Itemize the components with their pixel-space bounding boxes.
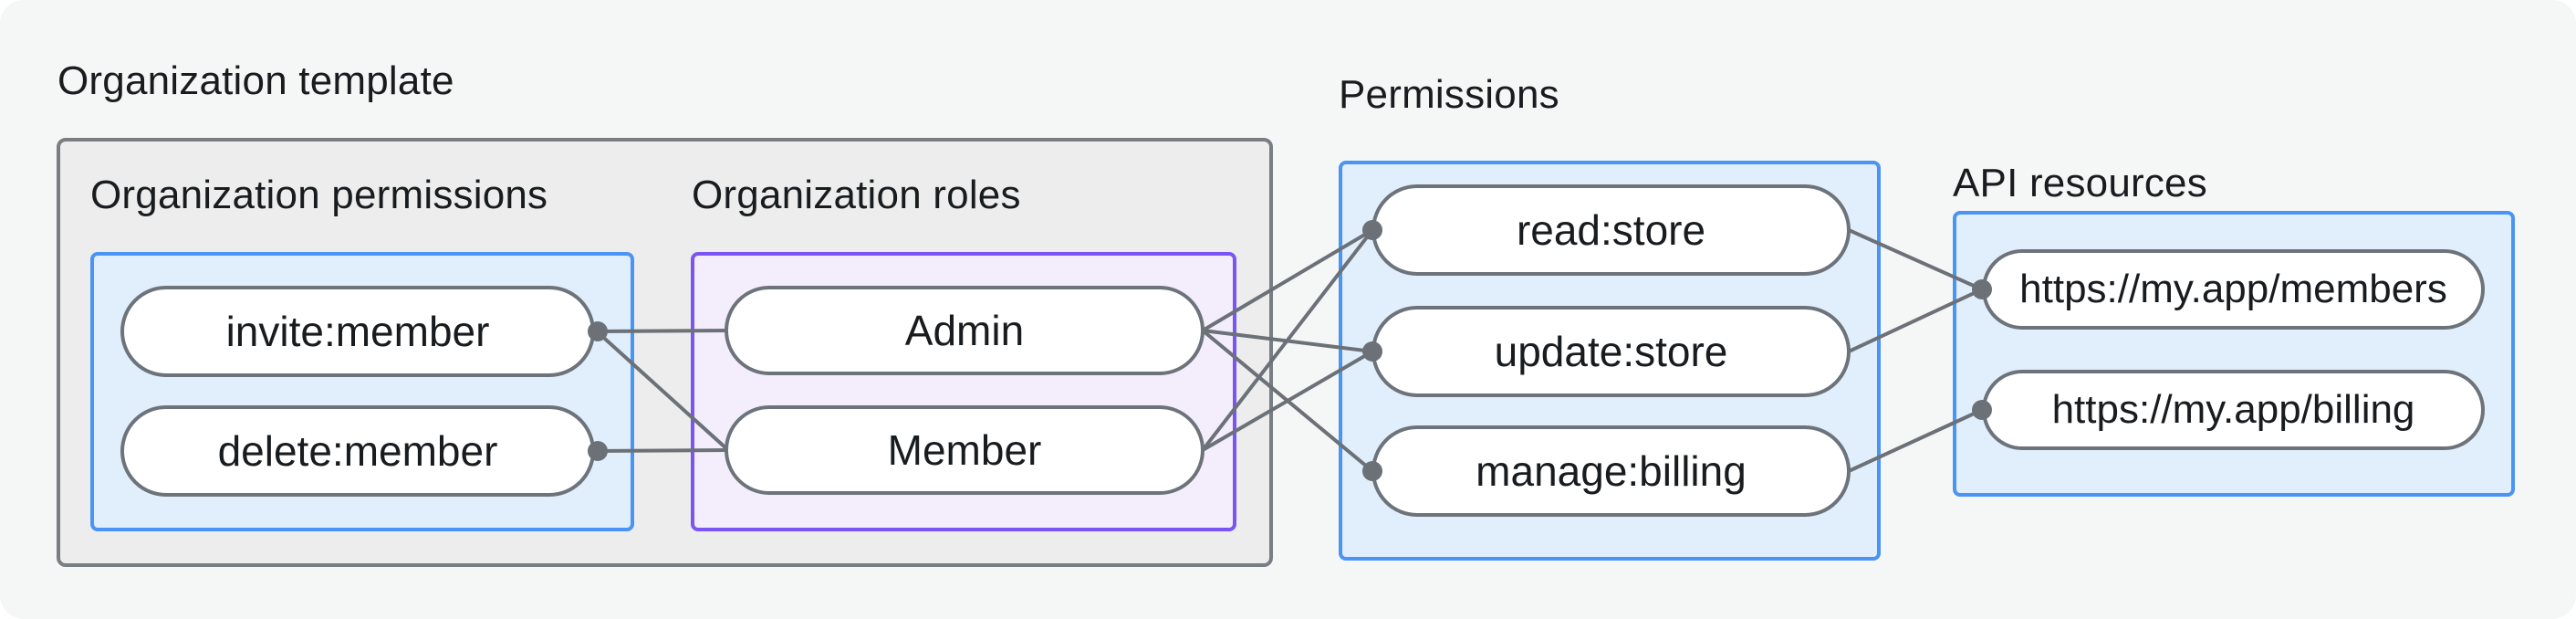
permissions-label: Permissions — [1339, 72, 1559, 117]
node-update-store-permission: update:store — [1371, 306, 1851, 397]
node-admin-role: Admin — [725, 286, 1205, 375]
node-api-resource-billing: https://my.app/billing — [1982, 370, 2485, 450]
organization-roles-label: Organization roles — [692, 173, 1021, 217]
node-delete-member: delete:member — [120, 405, 595, 497]
organization-template-label: Organization template — [57, 58, 454, 103]
node-api-resource-members: https://my.app/members — [1982, 249, 2485, 330]
node-member-role: Member — [725, 405, 1205, 495]
organization-permissions-label: Organization permissions — [90, 173, 548, 217]
node-invite-member: invite:member — [120, 286, 595, 377]
node-read-store-permission: read:store — [1371, 184, 1851, 276]
node-manage-billing-permission: manage:billing — [1371, 425, 1851, 517]
api-resources-label: API resources — [1953, 161, 2207, 205]
